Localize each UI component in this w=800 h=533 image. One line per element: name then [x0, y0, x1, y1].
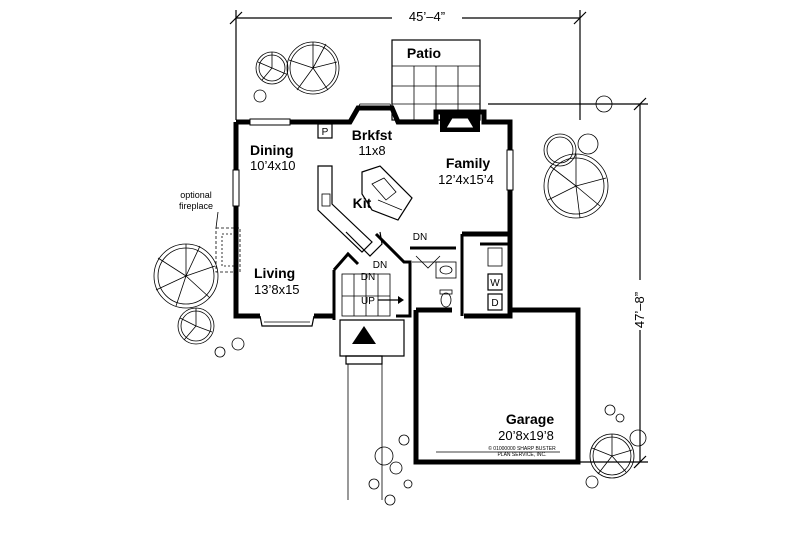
dining-label: Dining [250, 142, 294, 158]
brkfst-label: Brkfst [352, 127, 393, 143]
powder-room [435, 261, 457, 308]
washer-label: W [490, 278, 500, 289]
down-label-2: DN [373, 260, 387, 271]
garage-label: Garage [506, 411, 554, 427]
pantry [317, 123, 333, 139]
down-label-1: DN [413, 232, 427, 243]
patio-label: Patio [407, 45, 441, 61]
brkfst-size: 11x8 [358, 143, 385, 158]
tree-group [153, 41, 647, 506]
family-fireplace [440, 110, 480, 132]
living-bay-window [259, 315, 315, 327]
window-marks [232, 118, 514, 207]
entry-porch [339, 319, 405, 500]
family-label: Family [446, 155, 491, 171]
stairs [341, 255, 441, 317]
optional-label-line2: fireplace [179, 201, 213, 211]
living-size: 13’8x15 [254, 282, 300, 297]
garage-size: 20’8x19’8 [498, 428, 554, 443]
optional-label-line1: optional [180, 190, 212, 200]
depth-dimension-line [488, 97, 648, 469]
interior-partitions [332, 232, 508, 320]
family-size: 12’4x15’4 [438, 172, 494, 187]
copyright-line2: PLAN SERVICE, INC. [497, 452, 546, 458]
width-dimension-line [229, 8, 587, 120]
optional-fireplace [215, 211, 241, 273]
pantry-label: P [322, 127, 329, 138]
width-dimension-label: 45’–4” [409, 9, 445, 24]
down-label-3: DN [361, 272, 375, 283]
depth-dimension-label: 47’–8” [632, 292, 647, 328]
kitchen-counters [317, 165, 413, 257]
up-label: UP [361, 296, 375, 307]
laundry [487, 247, 503, 311]
dining-size: 10’4x10 [250, 158, 296, 173]
living-label: Living [254, 265, 295, 281]
kit-label: Kit [353, 195, 372, 211]
brkfst-bay-window [352, 103, 397, 118]
copyright-line1: © 01000000 SHARP BUSTER [488, 445, 556, 452]
dryer-label: D [491, 298, 498, 309]
